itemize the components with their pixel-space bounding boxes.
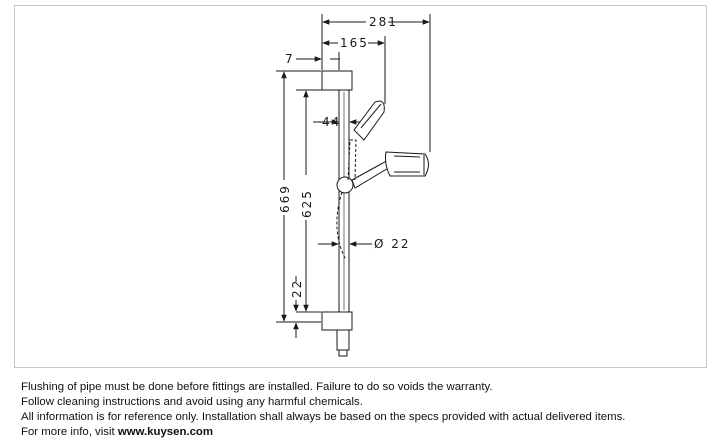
dimension-lines xyxy=(276,14,431,338)
hose xyxy=(336,191,347,261)
note-line-reference: All information is for reference only. I… xyxy=(21,411,626,423)
dim-669: 669 xyxy=(278,184,292,213)
hand-shower-tilted xyxy=(347,139,357,181)
dim-22-base: 22 xyxy=(290,279,304,298)
dim-165: 165 xyxy=(340,36,369,50)
hose-connector xyxy=(336,329,350,351)
dim-diameter-22: Ø 22 xyxy=(374,237,411,251)
notes-block: Flushing of pipe must be done before fit… xyxy=(21,380,701,440)
bottom-bracket xyxy=(321,311,353,331)
diagram-frame xyxy=(14,5,707,368)
note-line-info: For more info, visit www.kuysen.com xyxy=(21,425,701,440)
note-info-prefix: For more info, visit xyxy=(21,426,118,438)
note-line-cleaning: Follow cleaning instructions and avoid u… xyxy=(21,396,363,408)
dim-281: 281 xyxy=(369,15,398,29)
dim-7: 7 xyxy=(285,52,295,66)
dim-625: 625 xyxy=(300,189,314,218)
website-link[interactable]: www.kuysen.com xyxy=(117,426,214,438)
top-bracket xyxy=(321,70,353,91)
dim-44: 44 xyxy=(322,115,341,129)
hand-shower-head xyxy=(385,151,429,177)
technical-drawing: 281 165 7 44 Ø 22 669 625 22 xyxy=(276,14,431,357)
note-line-flushing: Flushing of pipe must be done before fit… xyxy=(21,381,493,393)
slider-holder xyxy=(336,176,354,194)
